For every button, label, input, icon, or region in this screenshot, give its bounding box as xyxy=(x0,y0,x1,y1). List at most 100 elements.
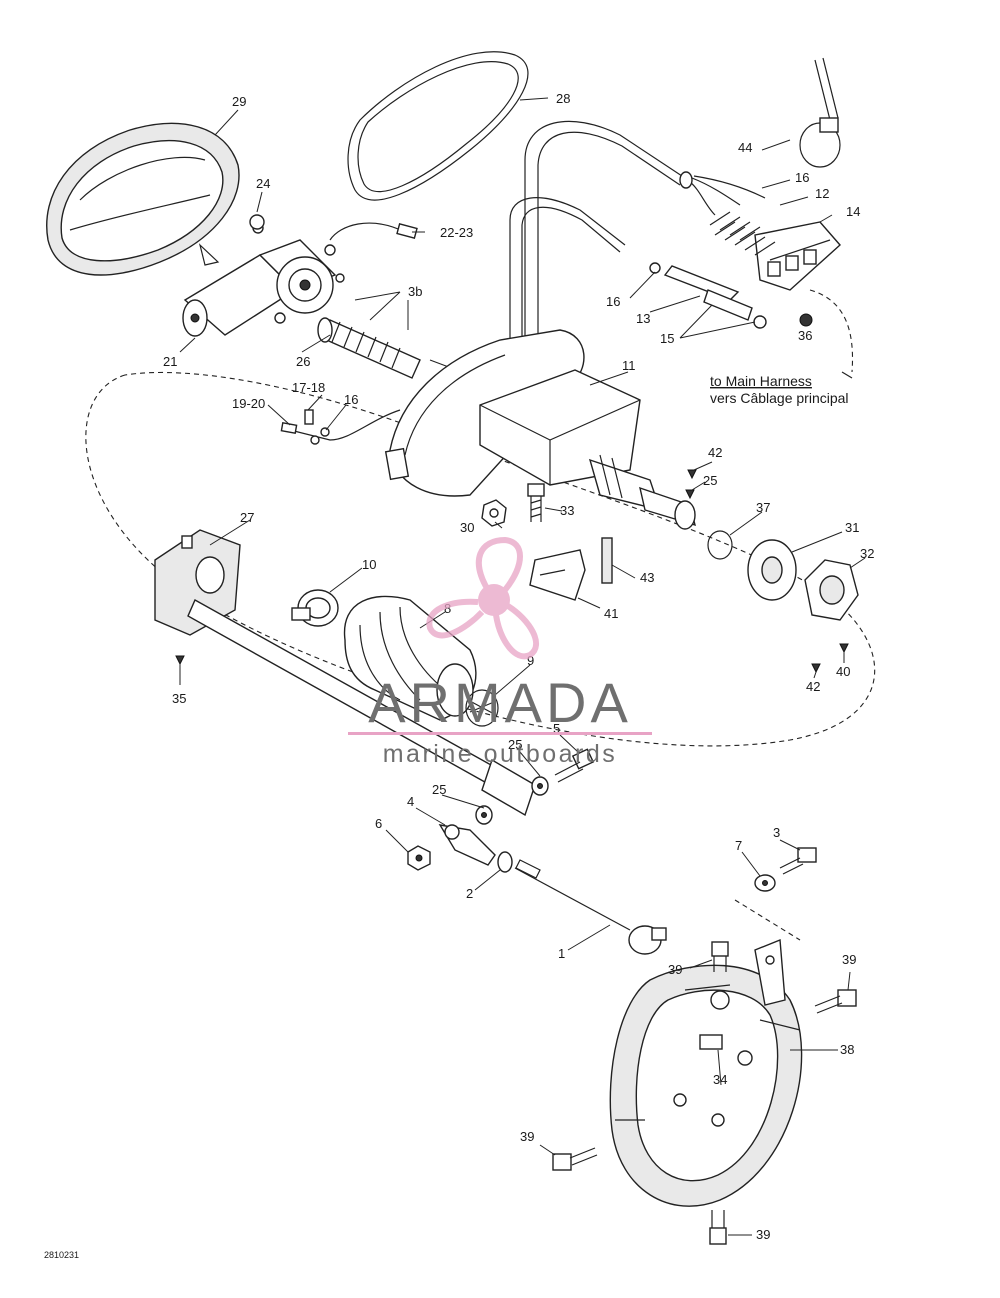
label-3: 3 xyxy=(773,825,780,840)
pin-part-40 xyxy=(839,643,849,654)
label-22-23: 22-23 xyxy=(440,225,473,240)
bracket-part-41 xyxy=(529,549,586,601)
harness-note-line1: to Main Harness xyxy=(710,373,812,389)
label-39-top: 39 xyxy=(668,962,682,977)
connector-part-14 xyxy=(754,221,841,291)
dashed-mount-link xyxy=(734,899,801,941)
wire-parts-16-20 xyxy=(280,409,401,445)
bolt-part-3 xyxy=(779,847,817,875)
label-19-20: 19-20 xyxy=(232,396,265,411)
terminals-part-12 xyxy=(709,211,776,256)
pin-part-35 xyxy=(175,655,185,666)
label-25-upper: 25 xyxy=(703,473,717,488)
belt-part-28 xyxy=(347,51,529,201)
bolt-part-5 xyxy=(554,748,595,783)
washer-part-31 xyxy=(747,539,797,601)
cable-tie-part-44 xyxy=(799,57,841,168)
label-16-left: 16 xyxy=(344,392,358,407)
label-28: 28 xyxy=(556,91,570,106)
propeller-blade-right xyxy=(493,603,539,660)
label-31: 31 xyxy=(845,520,859,535)
label-30: 30 xyxy=(460,520,474,535)
label-26: 26 xyxy=(296,354,310,369)
label-9: 9 xyxy=(527,653,534,668)
swivel-part-2 xyxy=(497,851,513,873)
washer-part-7 xyxy=(754,874,776,892)
pin-part-42-lower xyxy=(811,663,821,674)
dashed-harness-link xyxy=(809,289,854,373)
label-39-bottom: 39 xyxy=(756,1227,770,1242)
label-10: 10 xyxy=(362,557,376,572)
label-38: 38 xyxy=(840,1042,854,1057)
label-37: 37 xyxy=(756,500,770,515)
label-24: 24 xyxy=(256,176,270,191)
harness-note-line2: vers Câblage principal xyxy=(710,390,849,406)
label-27: 27 xyxy=(240,510,254,525)
label-6: 6 xyxy=(375,816,382,831)
label-16: 16 xyxy=(795,170,809,185)
screw-part-39-bottom xyxy=(709,1210,727,1245)
bolt-part-33 xyxy=(527,483,545,522)
label-40: 40 xyxy=(836,664,850,679)
watermark-subtitle: marine outboards xyxy=(383,740,618,768)
pin-part-42-upper xyxy=(687,469,697,480)
label-36: 36 xyxy=(798,328,812,343)
label-29: 29 xyxy=(232,94,246,109)
screw-part-39-right xyxy=(814,989,857,1014)
propeller-logo xyxy=(426,536,539,660)
label-16-mid: 16 xyxy=(606,294,620,309)
diagram-code: 2810231 xyxy=(44,1250,79,1260)
propeller-blade-top xyxy=(476,536,523,592)
connector-part-13 xyxy=(649,262,767,329)
label-41: 41 xyxy=(604,606,618,621)
key-part-43 xyxy=(601,537,613,584)
watermark-underline xyxy=(348,732,652,735)
screw-part-39-left xyxy=(552,1147,598,1171)
mounting-ring-part-38 xyxy=(609,938,803,1207)
label-33: 33 xyxy=(560,503,574,518)
label-32: 32 xyxy=(860,546,874,561)
label-25-mid: 25 xyxy=(508,737,522,752)
shaft xyxy=(187,599,536,817)
label-7: 7 xyxy=(735,838,742,853)
label-39-left: 39 xyxy=(520,1129,534,1144)
label-12: 12 xyxy=(815,186,829,201)
cable-part-1 xyxy=(514,859,667,955)
dashed-group-outline xyxy=(85,371,876,747)
label-8: 8 xyxy=(444,601,451,616)
label-2: 2 xyxy=(466,886,473,901)
label-21: 21 xyxy=(163,354,177,369)
wire-22-23 xyxy=(329,222,406,241)
label-15: 15 xyxy=(660,331,674,346)
propeller-blade-left xyxy=(426,598,485,639)
label-39-right: 39 xyxy=(842,952,856,967)
cover-part-29 xyxy=(46,122,240,276)
nut-part-24 xyxy=(249,214,265,230)
clamp-part-9 xyxy=(465,689,499,727)
label-13: 13 xyxy=(636,311,650,326)
label-42-lower: 42 xyxy=(806,679,820,694)
nut-part-32 xyxy=(804,559,859,621)
label-44: 44 xyxy=(738,140,752,155)
propeller-hub xyxy=(478,584,510,616)
label-4: 4 xyxy=(407,794,414,809)
washer-part-25-b xyxy=(475,805,493,825)
label-1: 1 xyxy=(558,946,565,961)
nut-part-6 xyxy=(407,845,431,871)
label-43: 43 xyxy=(640,570,654,585)
pin-part-25-upper xyxy=(685,489,695,500)
housing-part-11 xyxy=(384,329,696,530)
label-25-lower: 25 xyxy=(432,782,446,797)
wiring-harness-cable xyxy=(524,120,686,390)
label-42-upper: 42 xyxy=(708,445,722,460)
label-17-18: 17-18 xyxy=(292,380,325,395)
clamp-part-10 xyxy=(291,589,339,627)
nut-part-30 xyxy=(481,499,507,527)
label-11: 11 xyxy=(622,358,636,373)
bellows-part-8 xyxy=(343,595,477,721)
harness-lead-to-main xyxy=(841,371,853,379)
label-35: 35 xyxy=(172,691,186,706)
screw-part-39-top xyxy=(711,941,729,972)
armada-watermark: ARMADA marine outboards xyxy=(348,536,652,768)
